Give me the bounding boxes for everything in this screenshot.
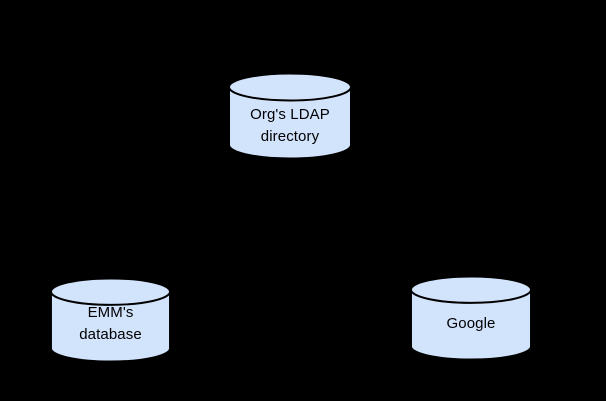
db-cylinder-org-ldap-directory: Org's LDAP directory [228,72,352,160]
node-label-line: directory [260,128,320,145]
cylinder-body [50,291,171,363]
cylinder-body [410,289,532,361]
node-label-emm-database: EMM's database [50,302,171,346]
node-label-google: Google [410,313,532,335]
database-cylinder-icon [50,277,171,363]
database-cylinder-icon [228,72,352,160]
node-label-org-ldap: Org's LDAP directory [228,104,352,148]
cylinder-top [228,72,352,102]
cylinder-body [228,87,352,160]
cylinder-top [50,277,171,306]
cylinder-top [410,275,532,304]
node-label-line: EMM's [87,304,134,321]
db-cylinder-google: Google [410,275,532,361]
database-cylinder-icon [410,275,532,361]
node-label-line: database [79,326,142,343]
node-label-line: Org's LDAP [250,106,330,123]
node-label-line: Google [446,315,496,332]
db-cylinder-emm-database: EMM's database [50,277,171,363]
